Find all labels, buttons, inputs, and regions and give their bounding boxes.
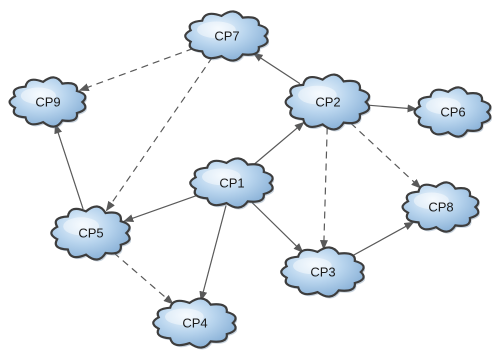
cloud-node-cp5: CP5 bbox=[50, 205, 132, 262]
edge-cp1-to-cp5 bbox=[123, 194, 198, 222]
cloud-icon bbox=[189, 157, 274, 209]
cloud-highlight bbox=[63, 217, 100, 236]
edge-cp2-to-cp7 bbox=[252, 52, 301, 85]
cloud-node-cp1: CP1 bbox=[189, 157, 275, 210]
edge-cp7-to-cp9 bbox=[78, 47, 194, 91]
edges-layer bbox=[54, 47, 422, 305]
cloud-node-cp8: CP8 bbox=[401, 181, 480, 234]
node-label-cp8: CP8 bbox=[428, 200, 453, 215]
cloud-highlight bbox=[413, 192, 449, 210]
cloud-highlight bbox=[298, 85, 337, 105]
edge-cp2-to-cp6 bbox=[368, 104, 418, 113]
cloud-node-cp9: CP9 bbox=[8, 76, 87, 129]
cloud-node-cp6: CP6 bbox=[413, 86, 492, 139]
cloud-icon bbox=[280, 246, 365, 298]
cloud-icon bbox=[284, 73, 371, 131]
cloud-icon bbox=[8, 76, 87, 128]
cloud-icon bbox=[413, 86, 492, 138]
edge-cp1-to-cp3 bbox=[251, 202, 304, 253]
cloud-icon bbox=[152, 297, 237, 349]
node-label-cp3: CP3 bbox=[310, 265, 335, 280]
edge-cp2-to-cp3 bbox=[319, 127, 328, 251]
node-label-cp6: CP6 bbox=[440, 105, 465, 120]
cloud-highlight bbox=[20, 87, 56, 105]
node-label-cp5: CP5 bbox=[78, 226, 103, 241]
cloud-node-cp2: CP2 bbox=[284, 73, 371, 132]
edge-cp1-to-cp2 bbox=[254, 121, 305, 165]
cloud-icon bbox=[50, 205, 131, 261]
cloud-node-cp3: CP3 bbox=[280, 246, 366, 299]
cloud-highlight bbox=[202, 168, 241, 186]
cloud-highlight bbox=[197, 21, 236, 39]
node-label-cp7: CP7 bbox=[214, 29, 239, 44]
cloud-icon bbox=[184, 10, 269, 62]
cloud-node-cp7: CP7 bbox=[184, 10, 270, 63]
node-label-cp1: CP1 bbox=[219, 176, 244, 191]
cloud-highlight bbox=[425, 97, 461, 115]
cloud-highlight bbox=[293, 257, 332, 275]
edge-cp5-to-cp4 bbox=[113, 252, 174, 305]
cloud-node-cp4: CP4 bbox=[152, 297, 238, 350]
node-label-cp2: CP2 bbox=[315, 95, 340, 110]
cloud-icon bbox=[401, 181, 480, 233]
edge-cp2-to-cp8 bbox=[350, 122, 422, 189]
edge-cp5-to-cp9 bbox=[54, 123, 84, 210]
node-label-cp9: CP9 bbox=[35, 95, 60, 110]
node-label-cp4: CP4 bbox=[182, 316, 207, 331]
edge-cp1-to-cp4 bbox=[199, 205, 227, 302]
cloud-highlight bbox=[165, 308, 204, 326]
edge-cp3-to-cp8 bbox=[351, 221, 415, 257]
